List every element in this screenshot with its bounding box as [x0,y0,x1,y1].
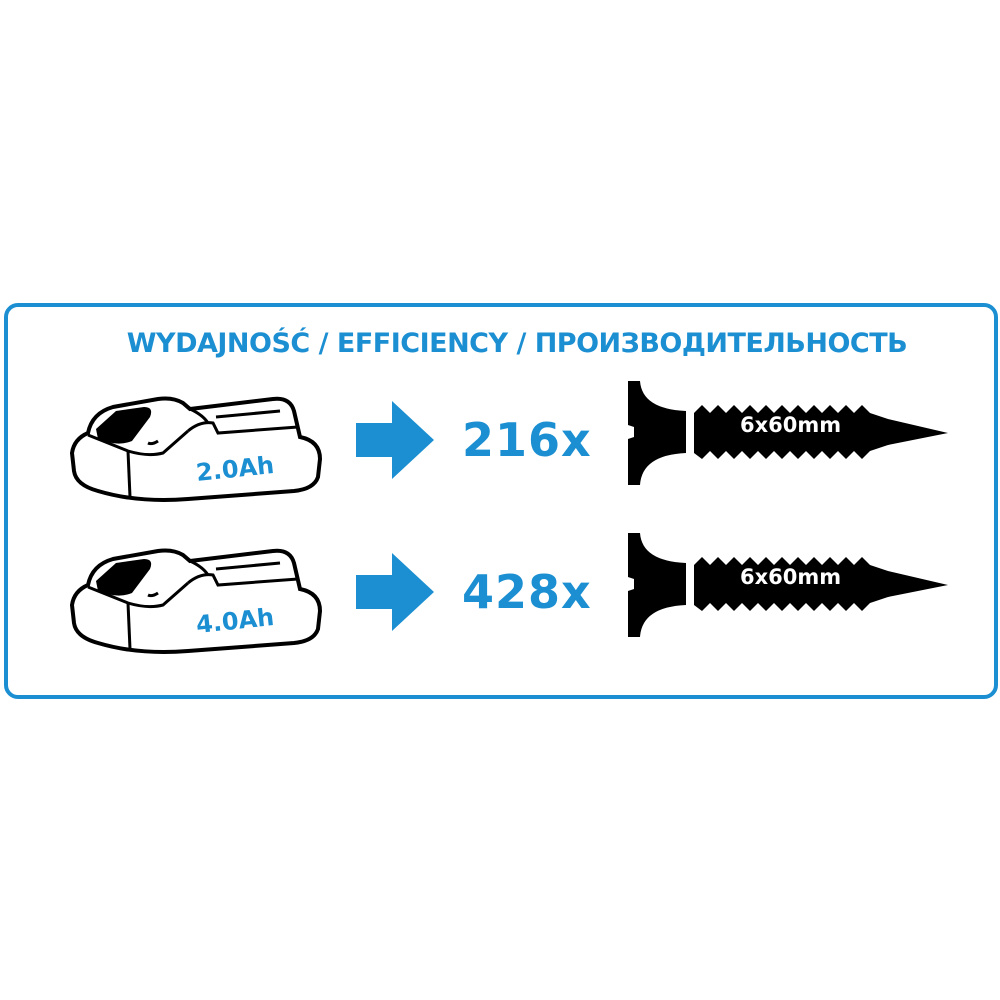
arrow-right-icon [356,553,434,631]
efficiency-row: 4.0Ah 428x 6x60mm [0,533,1000,675]
screw-icon [628,533,948,637]
screw-size: 6x60mm [740,565,842,589]
arrow-right-icon [356,401,434,479]
screw-size: 6x60mm [740,413,842,437]
battery-icon [69,548,322,654]
efficiency-row: 2.0Ah 216x 6x60mm [0,381,1000,523]
screw-count: 428x [462,565,592,619]
screw-count: 216x [462,413,592,467]
efficiency-panel [4,303,998,699]
battery-icon [69,396,322,502]
screw-icon [628,381,948,485]
panel-title: WYDAJNOŚĆ / EFFICIENCY / ПРОИЗВОДИТЕЛЬНО… [126,328,908,359]
